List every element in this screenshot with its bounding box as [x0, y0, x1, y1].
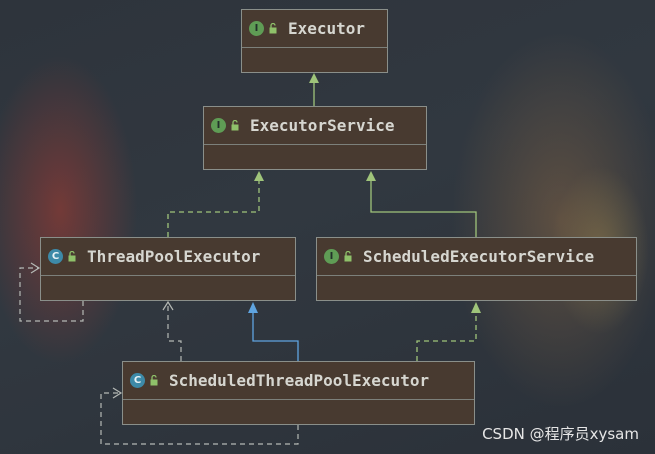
edge-scheduledthreadpoolexecutor-self [100, 387, 299, 445]
node-scheduledexecutorservice-header: I ScheduledExecutorService [317, 238, 636, 276]
node-scheduledexecutorservice-label: ScheduledExecutorService [363, 247, 595, 266]
node-threadpoolexecutor[interactable]: C ThreadPoolExecutor [40, 237, 296, 301]
unlocked-icon [269, 23, 277, 34]
node-executorservice-header: I ExecutorService [204, 107, 426, 145]
node-executor-label: Executor [288, 19, 366, 38]
node-threadpoolexecutor-header: C ThreadPoolExecutor [41, 238, 295, 276]
edge-dependency-scheduled-to-threadpool [162, 300, 182, 361]
edge-scheduledthreadpoolexecutor-threadpoolexecutor [248, 302, 299, 361]
node-threadpoolexecutor-label: ThreadPoolExecutor [87, 247, 261, 266]
node-executorservice[interactable]: I ExecutorService [203, 106, 427, 170]
node-executor[interactable]: I Executor [241, 9, 388, 73]
unlocked-icon [150, 375, 158, 386]
class-icon: C [48, 249, 63, 264]
node-scheduledthreadpoolexecutor-label: ScheduledThreadPoolExecutor [169, 371, 430, 390]
unlocked-icon [344, 251, 352, 262]
interface-icon: I [249, 21, 264, 36]
interface-icon: I [324, 249, 339, 264]
node-scheduledthreadpoolexecutor[interactable]: C ScheduledThreadPoolExecutor [122, 361, 475, 425]
class-icon: C [130, 373, 145, 388]
watermark-text: CSDN @程序员xysam [482, 425, 639, 443]
edge-scheduledexecutorservice-executorservice [366, 171, 477, 237]
node-scheduledthreadpoolexecutor-header: C ScheduledThreadPoolExecutor [123, 362, 474, 400]
edge-threadpoolexecutor-self [19, 262, 84, 322]
unlocked-icon [231, 120, 239, 131]
node-scheduledexecutorservice[interactable]: I ScheduledExecutorService [316, 237, 637, 301]
interface-icon: I [211, 118, 226, 133]
unlocked-icon [68, 251, 76, 262]
edge-executorservice-executor [309, 73, 319, 106]
node-executorservice-label: ExecutorService [250, 116, 395, 135]
edge-threadpoolexecutor-executorservice [167, 171, 264, 237]
node-executor-header: I Executor [242, 10, 387, 48]
edge-scheduledthreadpoolexecutor-scheduledexecutorservice [416, 302, 481, 361]
